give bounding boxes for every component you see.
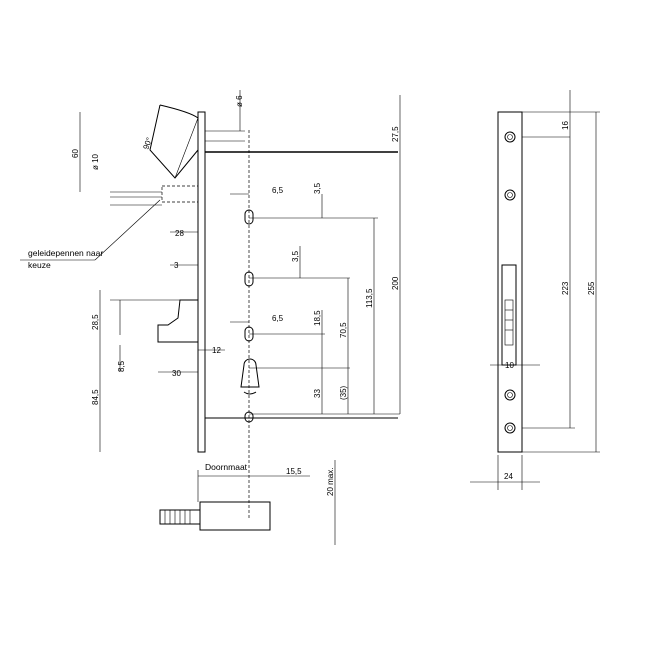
dim-28-5: 28,5 <box>91 314 100 330</box>
dim-18-5: 18,5 <box>313 310 322 326</box>
cylinder-keyhole <box>240 358 260 388</box>
dim-223: 223 <box>561 281 570 295</box>
dim-15-5: 15,5 <box>286 467 302 476</box>
guide-pins-label-line1: geleidepennen naar <box>28 248 103 258</box>
dim-3-5b: 3,5 <box>291 250 300 262</box>
dim-dia10: ø 10 <box>91 153 100 170</box>
screw-slot-2 <box>244 271 254 287</box>
dim-24: 24 <box>504 472 513 481</box>
dim-27-5: 27,5 <box>391 126 400 142</box>
dim-30: 30 <box>172 369 181 378</box>
dim-20-max: 20 max. <box>326 468 335 496</box>
dim-255: 255 <box>587 281 596 295</box>
spindle-follower <box>199 501 271 531</box>
front-view: 16 223 255 10 24 <box>470 90 600 490</box>
front-forend <box>497 111 523 453</box>
dim-16: 16 <box>561 121 570 130</box>
dim-84-5: 84,5 <box>91 389 100 405</box>
guide-pins-leader <box>94 199 161 261</box>
dim-113-5: 113,5 <box>365 288 374 308</box>
dim-angle: 90° <box>141 136 154 150</box>
front-screw-hole-3 <box>504 389 516 401</box>
dim-3: 3 <box>174 261 179 270</box>
front-screw-hole-2 <box>504 189 516 201</box>
dim-6-5a: 6,5 <box>272 186 284 195</box>
dim-70-5: 70,5 <box>339 322 348 338</box>
guide-pin <box>161 185 199 203</box>
dim-28: 28 <box>175 229 184 238</box>
backset-label: Doornmaat <box>205 462 248 472</box>
front-screw-hole-4 <box>504 422 516 434</box>
dim-10: 10 <box>505 361 514 370</box>
dim-pin-dia: ø 6 <box>235 95 244 107</box>
dim-6-5b: 6,5 <box>272 314 284 323</box>
dim-35: (35) <box>339 385 348 400</box>
latch-bolt <box>157 299 198 343</box>
guide-pins-label-line2: keuze <box>28 260 51 270</box>
swing-arc <box>149 104 199 179</box>
dim-3-5a: 3,5 <box>313 182 322 194</box>
front-screw-hole-1 <box>504 131 516 143</box>
dim-12: 12 <box>212 346 221 355</box>
dim-200: 200 <box>391 276 400 290</box>
dim-8-5: 8,5 <box>117 360 126 372</box>
forend-plate <box>197 111 206 453</box>
dim-h60: 60 <box>71 149 80 158</box>
front-latch-opening <box>501 264 517 366</box>
dim-33: 33 <box>313 389 322 398</box>
side-view: 90° ø 6 ø 10 60 28 3 28,5 8,5 30 12 84,5… <box>20 90 401 545</box>
